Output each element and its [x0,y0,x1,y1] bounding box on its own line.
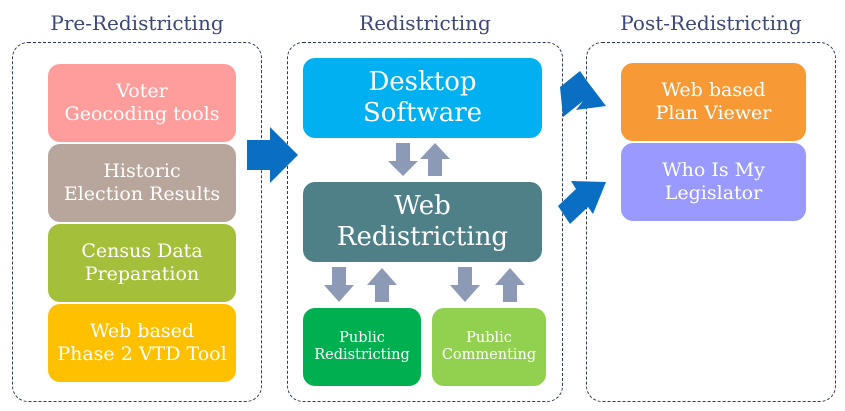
redistricting-title: Redistricting [359,11,491,35]
pre-to-redistricting-arrow [247,127,298,183]
public-commenting-to-web-up-arrow [495,268,525,302]
desktop-to-web-down-arrow [388,143,418,176]
plan-viewer-box: Web based Plan Viewer [621,63,806,141]
public-commenting-label: Public Commenting [441,329,537,363]
web-to-legislator-arrow [558,181,606,224]
pre-redistricting-title: Pre-Redistricting [50,11,224,35]
web-to-public-commenting-down-arrow [450,267,480,302]
web-to-public-redistricting-down-arrow [324,267,354,302]
census-data-preparation-box: Census Data Preparation [48,224,236,302]
public-redistricting-box: Public Redistricting [303,308,421,386]
historic-election-results-label: Historic Election Results [63,160,221,205]
public-redistricting-to-web-up-arrow [367,268,397,302]
who-is-my-legislator-label: Who Is My Legislator [662,159,765,204]
who-is-my-legislator-box: Who Is My Legislator [621,143,806,221]
web-redistricting-label: Web Redistricting [336,190,509,252]
desktop-to-plan-viewer-arrow [560,71,606,117]
desktop-software-box: Desktop Software [303,58,542,138]
voter-geocoding-tools-box: Voter Geocoding tools [48,64,236,142]
web-to-desktop-up-arrow [420,143,450,176]
phase-2-vtd-tool-box: Web based Phase 2 VTD Tool [48,304,236,382]
post-redistricting-title: Post-Redistricting [620,11,802,35]
historic-election-results-box: Historic Election Results [48,144,236,222]
desktop-software-label: Desktop Software [362,66,483,128]
plan-viewer-label: Web based Plan Viewer [655,79,772,124]
census-data-preparation-label: Census Data Preparation [81,240,203,285]
phase-2-vtd-tool-label: Web based Phase 2 VTD Tool [57,320,227,365]
public-commenting-box: Public Commenting [432,308,546,386]
voter-geocoding-tools-label: Voter Geocoding tools [64,80,220,125]
public-redistricting-label: Public Redistricting [314,329,410,363]
web-redistricting-box: Web Redistricting [303,182,542,262]
